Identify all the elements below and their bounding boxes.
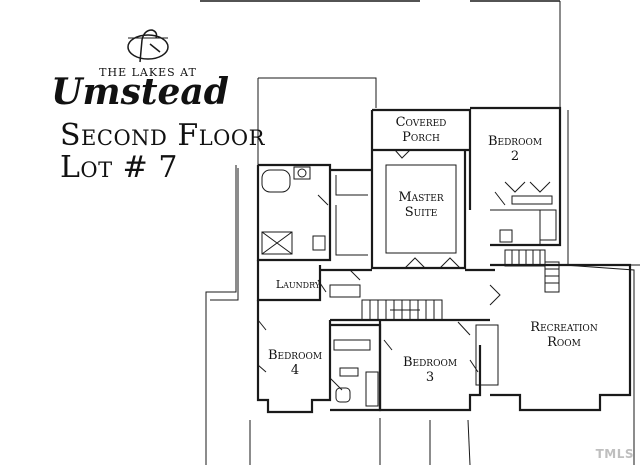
logo-heron-emblem — [127, 29, 169, 63]
master-tray-ceiling — [385, 164, 457, 254]
stairs-central — [361, 299, 443, 321]
room-label-covered-porch: Covered Porch — [395, 115, 447, 145]
stairs-upper — [504, 249, 560, 293]
room-label-recreation-room: Recreation Room — [530, 320, 598, 350]
site-outline-left — [205, 165, 237, 465]
watermark: TMLS — [595, 447, 634, 461]
floor-title: Second Floor — [60, 118, 265, 153]
room-label-bedroom-2: Bedroom 2 — [487, 134, 543, 164]
logo-tagline: THE LAKES AT — [99, 66, 197, 79]
room-label-master-suite: Master Suite — [398, 190, 444, 220]
room-label-bedroom-4: Bedroom 4 — [267, 348, 323, 378]
room-label-laundry: Laundry — [275, 278, 321, 291]
lot-number: Lot # 7 — [60, 150, 178, 185]
interior-details — [257, 149, 560, 407]
logo-wordmark: Umstead — [51, 71, 229, 113]
room-label-bedroom-3: Bedroom 3 — [402, 355, 458, 385]
building-walls — [256, 106, 632, 414]
